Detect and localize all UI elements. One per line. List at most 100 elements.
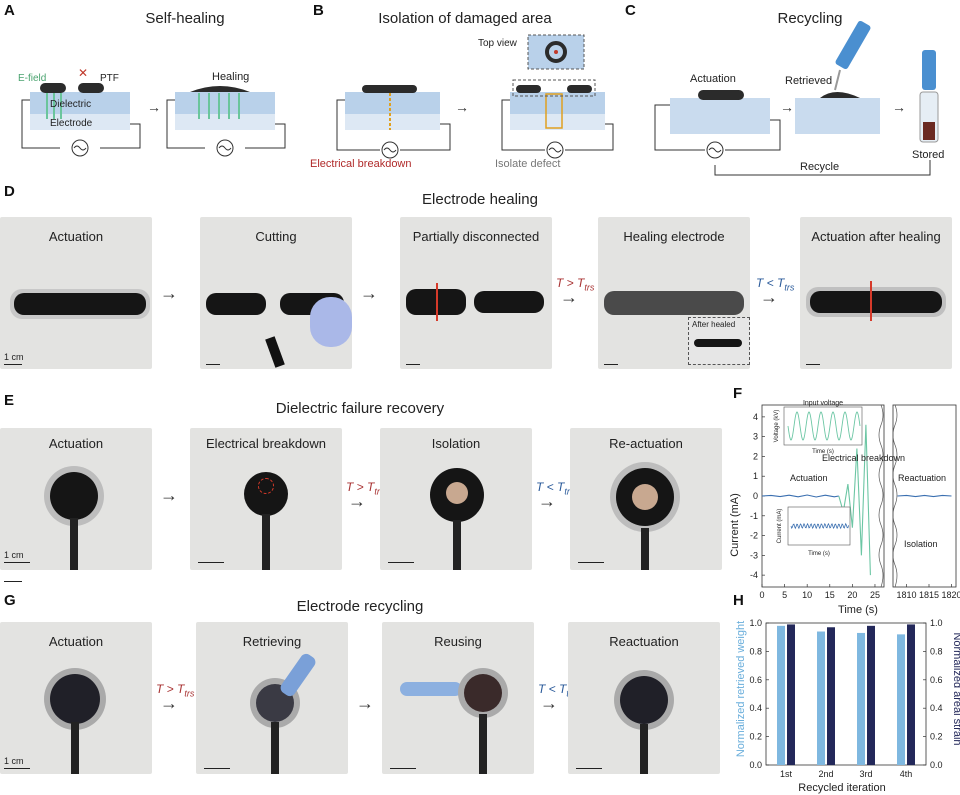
panel-label-d: D xyxy=(4,183,15,200)
f-xtick-label: 20 xyxy=(847,590,857,600)
arrow-icon: → xyxy=(360,283,378,303)
caption-e-2: Electrical breakdown xyxy=(206,436,326,451)
f-ytick-label: 1 xyxy=(753,471,758,481)
stored-label: Stored xyxy=(912,149,944,161)
isolate-label: Isolate defect xyxy=(495,158,560,170)
panel-a-title: Self-healing xyxy=(145,10,225,27)
h-ytick-label-right: 0.0 xyxy=(930,760,943,770)
f-inset-top-xlabel: Time (s) xyxy=(812,449,834,455)
f-xtick-label: 1810 xyxy=(896,590,916,600)
panel-d-title: Electrode healing xyxy=(422,191,538,208)
f-reactuation-label: Reactuation xyxy=(898,473,946,483)
f-ytick-label: 0 xyxy=(753,491,758,501)
h-xtick-label: 3rd xyxy=(859,769,872,779)
f-ytick-label: -3 xyxy=(750,550,758,560)
panel-label-g: G xyxy=(4,592,16,609)
panel-c-title: Recycling xyxy=(777,10,843,27)
condition-d-2: T < Ttrs xyxy=(756,276,795,293)
h-xtick-label: 2nd xyxy=(818,769,833,779)
h-bar-s1-0 xyxy=(787,624,795,765)
panel-label-e: E xyxy=(4,392,15,409)
condition-g-1: T > Ttrs xyxy=(156,682,195,699)
condition-d-1: T > Ttrs xyxy=(556,276,595,293)
caption-d-5: Actuation after healing xyxy=(811,229,941,244)
f-break-mark xyxy=(892,404,898,588)
panel-e-title: Dielectric failure recovery xyxy=(275,400,445,417)
arrow-icon: → xyxy=(455,99,469,115)
panel-b-title: Isolation of damaged area xyxy=(378,10,552,27)
caption-d-2: Cutting xyxy=(255,229,297,244)
h-ytick-label-right: 1.0 xyxy=(930,618,943,628)
panel-label-a: A xyxy=(4,2,15,19)
h-bar-s1-2 xyxy=(867,625,875,765)
dielectric-label: Dielectric xyxy=(50,99,91,110)
f-actuation-label: Actuation xyxy=(790,473,828,483)
photo-e-reactuation: Re-actuation xyxy=(570,428,722,570)
h-ytick-label-left: 0.2 xyxy=(749,732,762,742)
f-isolation-label: Isolation xyxy=(904,539,938,549)
f-ytick-label: -4 xyxy=(750,570,758,580)
healing-label: Healing xyxy=(212,71,249,83)
h-xtick-label: 1st xyxy=(780,769,793,779)
h-ytick-label-left: 1.0 xyxy=(749,618,762,628)
f-xtick-label: 10 xyxy=(802,590,812,600)
h-ytick-label-left: 0.4 xyxy=(749,703,762,713)
arrow-icon: → xyxy=(560,287,578,307)
electrode-label: Electrode xyxy=(50,118,93,129)
h-ylabel-left: Normalized retrieved weight xyxy=(735,621,747,757)
arrow-icon: → xyxy=(892,99,906,115)
h-frame xyxy=(765,622,927,766)
f-series-0 xyxy=(761,494,839,498)
condition-e-2: T < Ttrs xyxy=(536,480,574,496)
recycle-label: Recycle xyxy=(800,161,839,173)
caption-e-4: Re-actuation xyxy=(609,436,683,451)
h-bar-s0-1 xyxy=(817,631,825,765)
scale-label-g: 1 cm xyxy=(4,756,24,766)
arrow-icon: → xyxy=(538,491,556,511)
f-breakdown-label: Electrical breakdown xyxy=(822,453,905,463)
caption-e-1: Actuation xyxy=(48,436,104,451)
f-ytick-label: -2 xyxy=(750,531,758,541)
panel-label-c: C xyxy=(625,2,636,19)
f-frame-right xyxy=(892,404,957,588)
f-break-mark xyxy=(878,404,884,588)
scale-label-e: 1 cm xyxy=(4,550,24,560)
h-xtick-label: 4th xyxy=(900,769,913,779)
panel-label-f: F xyxy=(733,385,743,402)
f-xtick-label: 0 xyxy=(759,590,764,600)
retrieved-label: Retrieved xyxy=(785,75,832,87)
h-ylabel-right: Normalized areal strain xyxy=(951,632,960,745)
f-xtick-label: 1815 xyxy=(919,590,939,600)
photo-d-actuation: Actuation 1 cm xyxy=(0,217,152,582)
photo-e-isolation: Isolation xyxy=(380,428,532,570)
h-ytick-label-left: 0.0 xyxy=(749,760,762,770)
h-ytick-label-right: 0.2 xyxy=(930,732,943,742)
caption-d-4: Healing electrode xyxy=(623,229,725,244)
h-bar-s1-3 xyxy=(907,624,915,765)
recycling-schematic: Actuation → Retrieved → Stored Recycle xyxy=(654,20,944,176)
panel-label-b: B xyxy=(313,2,324,19)
caption-e-3: Isolation xyxy=(431,436,481,451)
f-xtick-label: 25 xyxy=(870,590,880,600)
panel-label-h: H xyxy=(733,592,744,609)
f-inset-top-title: Input voltage xyxy=(803,400,843,407)
condition-e-1: T > Ttrs xyxy=(346,480,384,496)
f-xtick-label: 15 xyxy=(825,590,835,600)
h-bar-s1-1 xyxy=(827,627,835,765)
h-bar-s0-0 xyxy=(777,625,785,765)
f-xlabel: Time (s) xyxy=(838,604,878,616)
arrow-icon: → xyxy=(356,693,374,713)
caption-d-1: Actuation xyxy=(48,229,104,244)
photo-d-after-healing: Actuation after healing xyxy=(800,217,952,369)
f-ytick-label: 3 xyxy=(753,432,758,442)
h-ytick-label-right: 0.6 xyxy=(930,675,943,685)
f-xtick-label: 5 xyxy=(782,590,787,600)
h-ytick-label-left: 0.8 xyxy=(749,646,762,656)
photo-d-healing: Healing electrode After healed xyxy=(598,217,750,369)
h-ytick-label-left: 0.6 xyxy=(749,675,762,685)
photo-g-retrieving: Retrieving xyxy=(196,622,348,774)
f-ylabel: Current (mA) xyxy=(729,493,741,557)
ptf-label: PTF xyxy=(100,73,119,84)
